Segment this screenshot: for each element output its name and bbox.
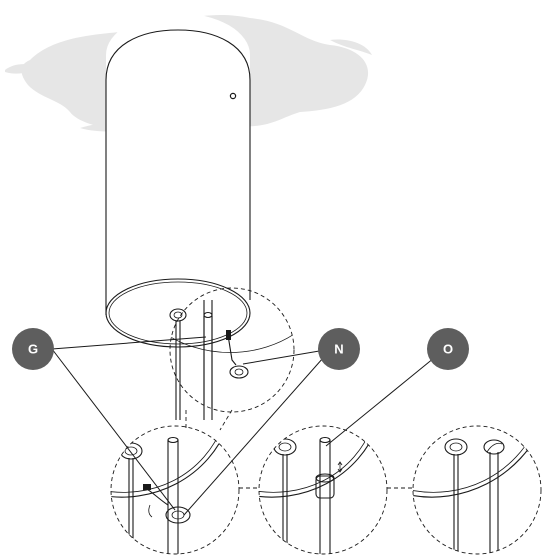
detail-circle-3 — [412, 425, 542, 555]
screw-icon — [229, 92, 237, 100]
callout-g-label: G — [28, 342, 38, 357]
detail-circle-2 — [258, 425, 388, 555]
callout-o: O — [427, 328, 469, 370]
callout-g: G — [12, 328, 54, 370]
callout-o-label: O — [443, 342, 453, 357]
detail-circle-top — [169, 287, 295, 413]
cylinder-lamp-body — [105, 13, 251, 420]
leader-lines — [51, 336, 446, 516]
callout-n-label: N — [334, 342, 343, 357]
callout-n: N — [318, 328, 360, 370]
detail-circle-1 — [110, 425, 240, 555]
